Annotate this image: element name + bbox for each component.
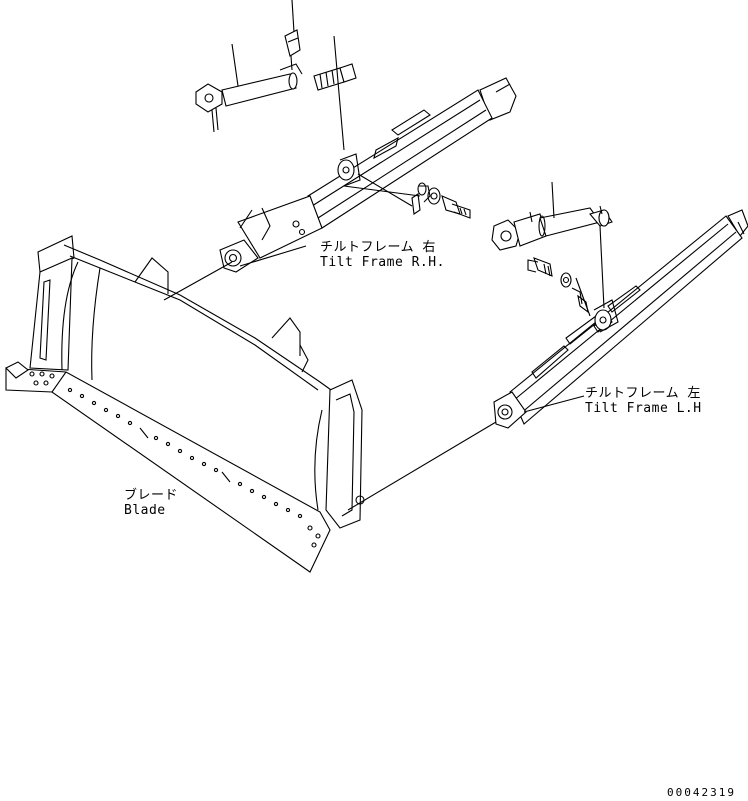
rh-tilt-cylinder — [195, 29, 357, 133]
tilt-frame-lh-label: チルトフレーム 左 Tilt Frame L.H — [585, 386, 702, 416]
tilt-frame-rh-label-jp: チルトフレーム 右 — [320, 240, 436, 255]
tilt-frame-rh — [219, 77, 517, 273]
tilt-frame-rh-label: チルトフレーム 右 Tilt Frame R.H. — [320, 240, 445, 270]
tilt-frame-lh-label-en: Tilt Frame L.H — [585, 401, 702, 416]
lh-hardware — [527, 257, 589, 314]
tilt-frame-lh — [493, 209, 748, 429]
blade-label-en: Blade — [124, 503, 166, 518]
tilt-frame-rh-label-en: Tilt Frame R.H. — [320, 255, 445, 270]
tilt-frame-lh-label-jp: チルトフレーム 左 — [585, 386, 701, 401]
lh-tilt-cylinder — [491, 205, 613, 251]
document-id: 00042319 — [667, 786, 736, 799]
leader-lines — [163, 0, 605, 511]
blade-label: ブレード Blade — [124, 488, 178, 518]
rh-hardware — [411, 182, 471, 219]
blade-label-jp: ブレード — [124, 488, 179, 503]
blade — [5, 235, 365, 573]
